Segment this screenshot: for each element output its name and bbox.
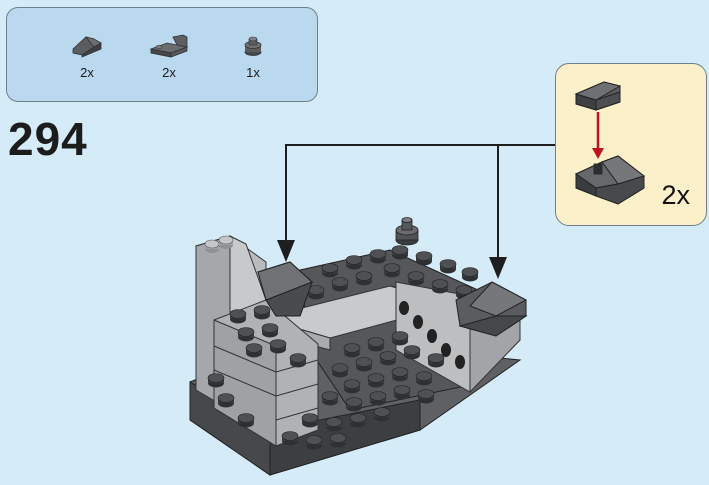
part-round-stud: 1x	[225, 33, 281, 95]
round-stud-icon	[395, 217, 419, 246]
step-number: 294	[8, 113, 88, 165]
slope-left-icon	[257, 261, 313, 317]
arrow-right-icon	[489, 257, 507, 279]
slope-right-icon	[455, 281, 528, 337]
round-stud-icon	[244, 36, 262, 56]
subassembly-callout: 2x	[555, 63, 707, 226]
subassembly-diagram	[574, 81, 646, 205]
part-qty: 2x	[80, 65, 94, 80]
part-qty: 2x	[162, 65, 176, 80]
arrow-left-icon	[277, 240, 295, 262]
subassembly-qty: 2x	[661, 180, 690, 210]
slope-piece-icon	[575, 155, 646, 205]
part-qty: 1x	[246, 65, 260, 80]
callout-leader-lines	[285, 144, 555, 262]
bracket-piece-icon	[574, 81, 622, 111]
attach-arrow-icon	[592, 112, 604, 159]
part-slope-brick: 2x	[59, 33, 115, 95]
parts-list-panel: 2x 2x 1x	[6, 7, 318, 102]
wall-holes	[399, 301, 465, 369]
part-bracket-plate: 2x	[141, 33, 197, 95]
bracket-plate-icon	[149, 34, 189, 58]
slope-brick-icon	[72, 36, 102, 58]
